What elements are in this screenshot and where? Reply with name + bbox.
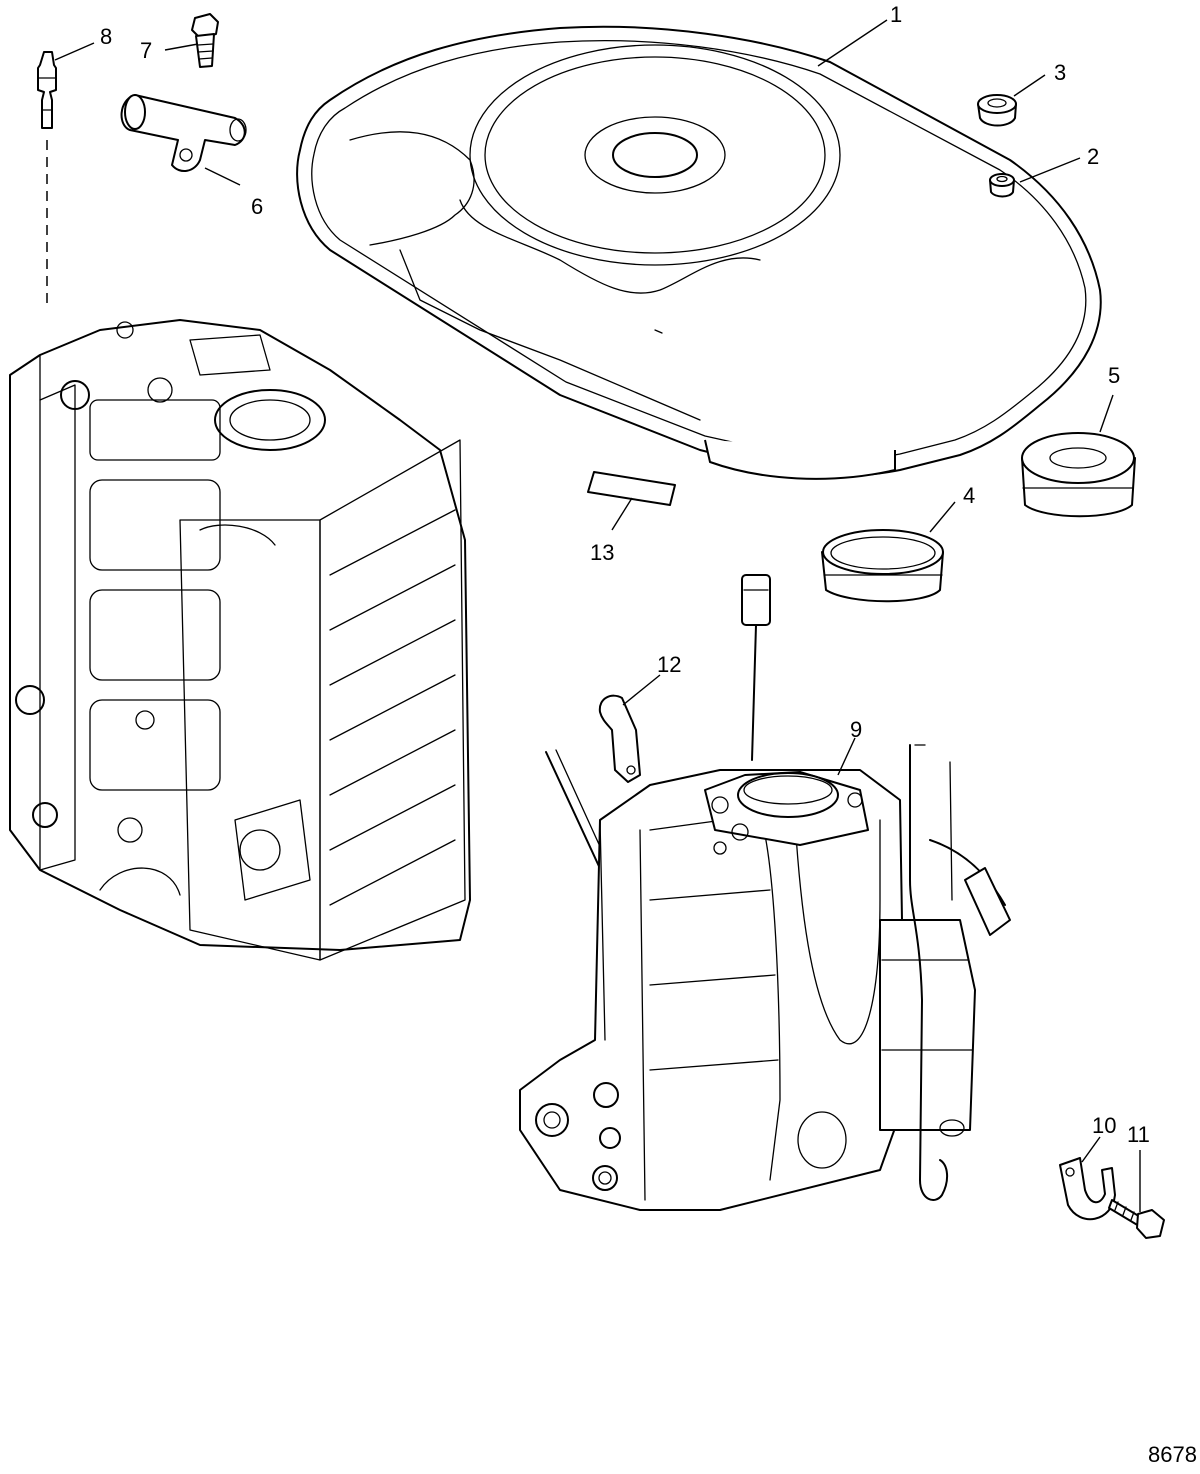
- callout-8: 8: [100, 24, 112, 49]
- part-5-seal: [1021, 432, 1136, 518]
- part-8-fitting: [37, 51, 57, 310]
- part-11-screw: [1108, 1199, 1165, 1239]
- part-2-grommet: [989, 173, 1015, 198]
- callout-11: 11: [1127, 1122, 1150, 1147]
- leader-9: [837, 737, 856, 776]
- callout-3: 3: [1054, 60, 1066, 85]
- engine-block: [9, 319, 471, 961]
- part-3-grommet: [977, 94, 1017, 127]
- leader-5: [1099, 394, 1114, 433]
- leader-6: [204, 167, 241, 186]
- callout-6: 6: [251, 194, 263, 219]
- figure-number: 8678: [1148, 1442, 1197, 1467]
- part-6-sensor: [120, 94, 247, 172]
- leader-13: [611, 497, 633, 531]
- callout-10: 10: [1092, 1113, 1116, 1138]
- callout-2: 2: [1087, 144, 1099, 169]
- part-13-label: [587, 471, 676, 506]
- part-1-cover: [296, 25, 1102, 480]
- leader-3: [1013, 74, 1046, 97]
- part-9-vapor-separator: [519, 574, 1011, 1211]
- callout-7: 7: [140, 38, 152, 63]
- part-4-ring: [821, 529, 944, 603]
- leader-lines: [54, 19, 1141, 1212]
- callout-12: 12: [657, 652, 681, 677]
- leader-7: [164, 43, 199, 51]
- part-7-bolt: [191, 13, 219, 68]
- leader-4: [929, 501, 956, 533]
- callout-9: 9: [850, 717, 862, 742]
- callout-13: 13: [590, 540, 614, 565]
- leader-12: [622, 674, 661, 706]
- leader-2: [1019, 157, 1081, 183]
- leader-10: [1081, 1136, 1101, 1163]
- callout-4: 4: [963, 483, 975, 508]
- part-12-clip: [598, 694, 641, 783]
- callouts: 1 2 3 4 5 6 7 8 9 10 11 12 13 8678: [100, 2, 1197, 1467]
- leader-1: [817, 19, 888, 67]
- part-10-clamp: [1059, 1157, 1116, 1221]
- callout-1: 1: [890, 2, 902, 27]
- callout-5: 5: [1108, 363, 1120, 388]
- leader-8: [54, 42, 95, 61]
